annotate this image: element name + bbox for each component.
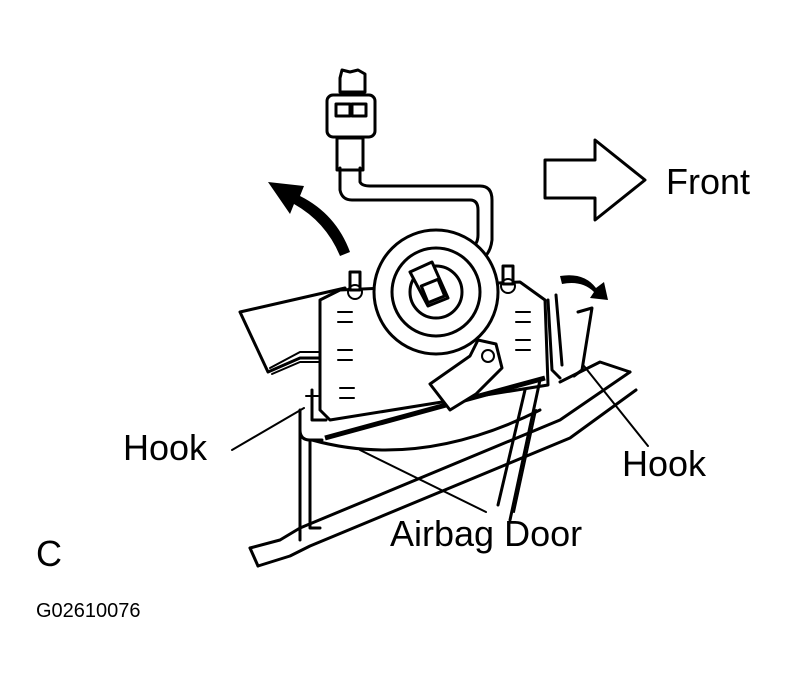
hook-right <box>546 293 594 380</box>
hook-left-label: Hook <box>123 427 208 468</box>
view-letter: C <box>36 533 62 574</box>
connector-plug <box>325 68 377 172</box>
front-arrow-icon <box>543 138 647 222</box>
rotate-arrow-right-icon <box>560 275 608 300</box>
inflator <box>372 228 500 356</box>
module-bracket <box>428 338 504 412</box>
front-label: Front <box>666 161 750 202</box>
hook-right-label: Hook <box>622 443 707 484</box>
rotate-arrow-left-icon <box>268 182 350 256</box>
airbag-door-label: Airbag Door <box>390 513 582 554</box>
figure-code: G02610076 <box>36 600 141 622</box>
leader-lines <box>231 365 649 513</box>
airbag-door <box>298 378 542 542</box>
base-panel <box>248 360 638 568</box>
